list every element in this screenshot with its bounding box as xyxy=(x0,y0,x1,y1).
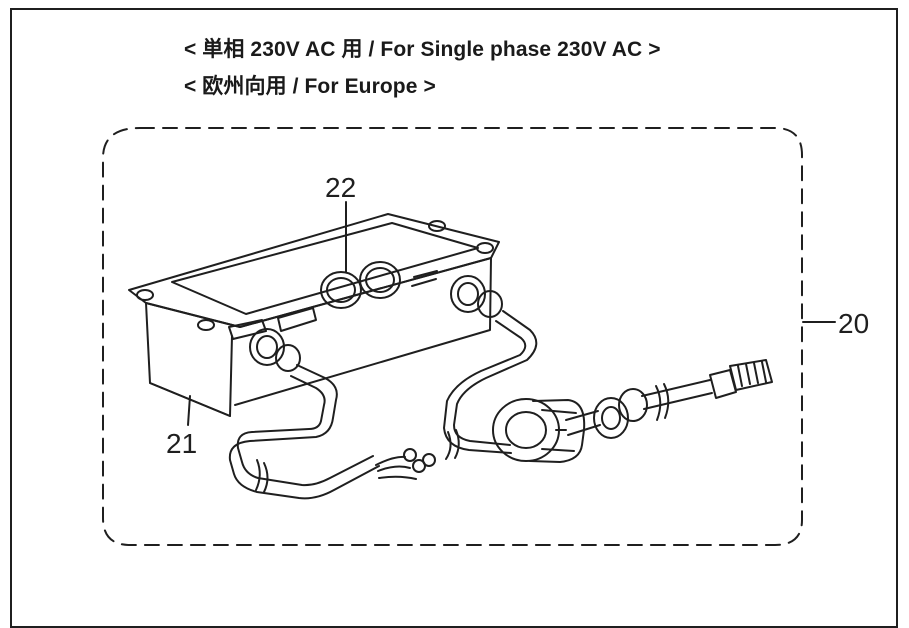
output-connector xyxy=(709,359,773,399)
inline-gland xyxy=(565,379,713,439)
left-cable xyxy=(228,364,436,500)
assembly-drawing xyxy=(102,127,836,546)
right-cable xyxy=(443,310,538,460)
left-cable-gland xyxy=(249,328,301,372)
title-line-2: < 欧州向用 / For Europe > xyxy=(184,75,436,98)
enclosure-box xyxy=(128,213,500,417)
leader-21 xyxy=(187,395,191,426)
callout-21: 21 xyxy=(166,428,198,459)
callout-20: 20 xyxy=(838,308,870,339)
right-cable-gland xyxy=(450,275,503,318)
callout-22: 22 xyxy=(325,172,357,203)
terminal-connector xyxy=(228,261,438,340)
ferrite-core xyxy=(492,398,586,463)
title-line-1: < 単相 230V AC 用 / For Single phase 230V A… xyxy=(184,38,661,61)
assembly-boundary xyxy=(102,127,803,546)
